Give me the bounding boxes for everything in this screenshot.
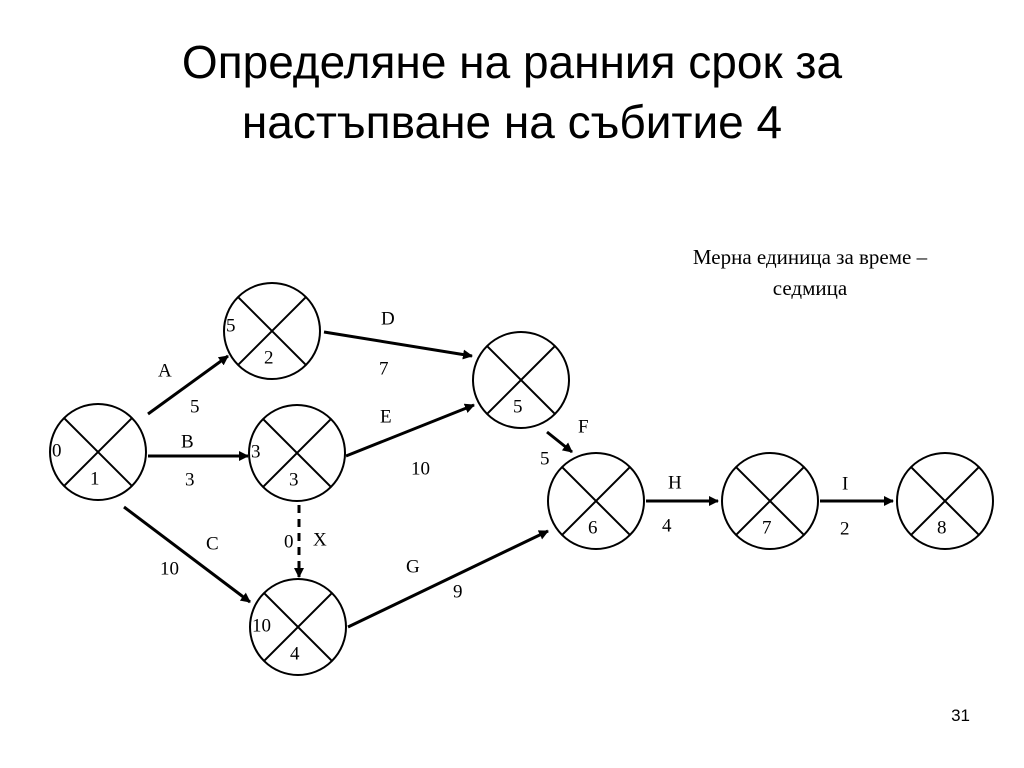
event-node-6: 6 [547,452,645,550]
activity-arrow-g [347,529,549,629]
event-early-time: 3 [251,441,261,462]
event-node-4: 4 10 [249,578,347,676]
event-divider-line [262,418,332,488]
event-node-3: 33 [248,404,346,502]
activity-arrow-f [546,430,573,454]
activity-duration-b: 3 [185,469,195,490]
event-number: 1 [90,468,100,489]
time-unit-note: Мерна единица за време – седмица [640,242,980,304]
event-node-8: 8 [896,452,994,550]
slide-title-line-1: Определяне на ранния срок за [181,36,843,88]
activity-label-c: C [206,533,219,554]
event-node-5: 5 [472,331,570,429]
event-early-time: 10 [252,615,271,636]
activity-label-f: F [578,416,589,437]
activity-arrow-c [123,505,251,604]
event-number: 8 [937,517,947,538]
activity-label-g: G [406,556,420,577]
activity-duration-g: 9 [453,581,463,602]
activity-duration-x: 0 [284,531,294,552]
event-number: 7 [762,517,772,538]
activity-label-d: D [381,308,395,329]
event-number: 3 [289,469,299,490]
event-node-2: 25 [223,282,321,380]
activity-label-b: B [181,431,194,452]
slide-title: Определяне на ранния срок за настъпване … [0,32,1024,152]
slide-number: 31 [951,706,970,725]
activity-duration-d: 7 [379,358,389,379]
event-divider-line [561,466,631,536]
activity-arrow-a [147,354,229,416]
activity-arrow-d [323,330,473,360]
event-early-time: 0 [52,440,62,461]
event-early-time: 5 [226,315,236,336]
event-number: 2 [264,347,274,368]
activity-duration-c: 10 [160,558,179,579]
activity-duration-f: 5 [540,448,550,469]
activity-duration-h: 4 [662,515,672,536]
activity-label-a: A [158,360,172,381]
event-divider-line [63,417,133,487]
event-node-7: 7 [721,452,819,550]
activity-duration-a: 5 [190,396,200,417]
activity-label-x: X [313,529,327,550]
event-node-1: 10 [49,403,147,501]
event-number: 6 [588,517,598,538]
time-unit-note-line-1: Мерна единица за време – [692,245,928,269]
event-divider-line [910,466,980,536]
activity-duration-e: 10 [411,458,430,479]
activity-arrow-e [345,403,475,458]
activity-label-e: E [380,406,392,427]
time-unit-note-line-2: седмица [772,276,848,300]
activity-label-h: H [668,472,682,493]
event-divider-line [263,592,333,662]
event-divider-line [237,296,307,366]
activity-label-i: I [842,473,848,494]
event-divider-line [735,466,805,536]
event-number: 4 [290,643,300,664]
slide-title-line-2: настъпване на събитие 4 [241,96,783,148]
event-divider-line [486,345,556,415]
event-number: 5 [513,396,523,417]
activity-duration-i: 2 [840,518,850,539]
